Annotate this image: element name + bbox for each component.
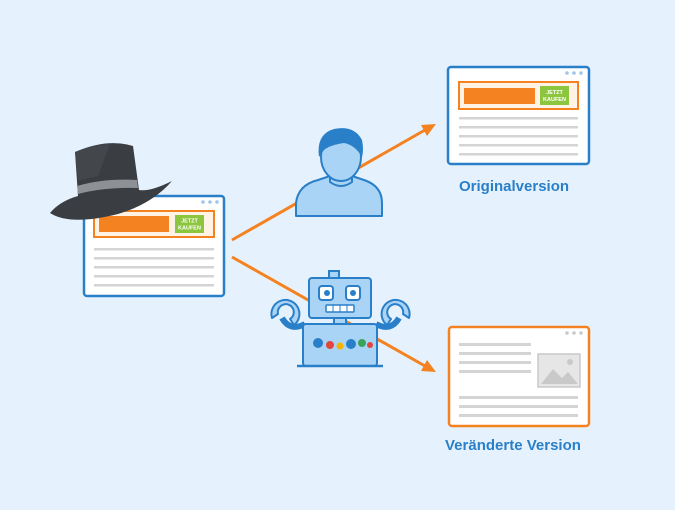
- robot-icon: [270, 270, 411, 368]
- banner-bar: [464, 88, 535, 104]
- text-line: [459, 343, 531, 346]
- black-hat-icon: [50, 143, 172, 220]
- arrow-icon: [421, 360, 436, 372]
- text-line: [459, 405, 578, 408]
- text-line: [459, 414, 578, 417]
- text-line: [459, 117, 578, 120]
- text-line: [459, 135, 578, 138]
- arrow-icon: [421, 124, 436, 136]
- window-dot: [201, 200, 205, 204]
- buy-button: [540, 86, 569, 105]
- text-line: [459, 126, 578, 129]
- text-line: [94, 284, 214, 287]
- window-dot: [208, 200, 212, 204]
- text-line: [94, 248, 214, 251]
- text-line: [94, 266, 214, 269]
- banner-bar: [99, 216, 169, 232]
- text-line: [459, 396, 578, 399]
- buy-button-label: JETZT: [546, 90, 563, 96]
- modified-page: [447, 325, 591, 428]
- source-page: JETZT KAUFEN: [82, 194, 226, 298]
- text-line: [94, 275, 214, 278]
- buy-button: [175, 215, 204, 233]
- original-version-caption: Originalversion: [459, 178, 570, 195]
- buy-button-label: JETZT: [181, 219, 198, 225]
- image-placeholder-icon: [537, 353, 581, 388]
- text-line: [459, 370, 531, 373]
- text-line: [459, 361, 531, 364]
- window-dot: [572, 71, 576, 75]
- buy-button-label: KAUFEN: [543, 97, 566, 103]
- page-frame: [447, 325, 591, 428]
- window-dot: [565, 331, 569, 335]
- text-line: [94, 257, 214, 260]
- window-dot: [579, 331, 583, 335]
- window-dot: [215, 200, 219, 204]
- window-dot: [579, 71, 583, 75]
- window-dot: [565, 71, 569, 75]
- buy-button-label: KAUFEN: [178, 226, 201, 232]
- window-dot: [572, 331, 576, 335]
- right-claw: [380, 299, 411, 326]
- text-line: [459, 144, 578, 147]
- person-icon: [295, 128, 383, 217]
- modified-version-caption: Veränderte Version: [445, 437, 581, 454]
- left-claw: [270, 299, 301, 326]
- text-line: [459, 352, 531, 355]
- original-page: JETZT KAUFEN: [446, 65, 591, 166]
- text-line: [459, 153, 578, 156]
